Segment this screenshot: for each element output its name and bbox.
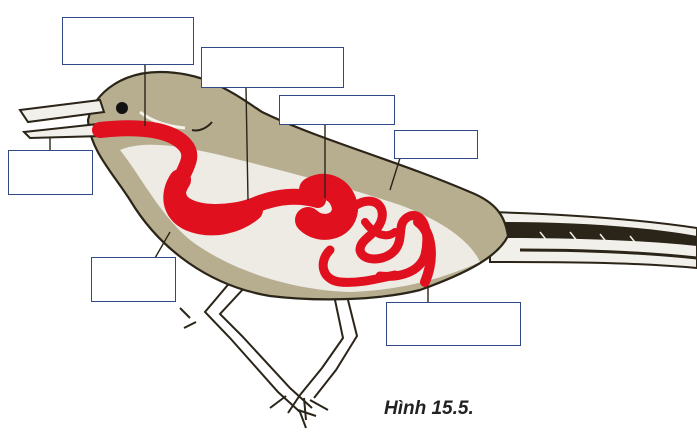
bird-eye — [116, 102, 128, 114]
label-box-stomach-region — [201, 47, 344, 88]
bird-legs — [180, 280, 357, 428]
label-box-crop-region — [62, 17, 194, 65]
bird-tail — [490, 212, 697, 268]
label-box-cloaca-region — [386, 302, 521, 346]
figure-caption: Hình 15.5. — [384, 398, 474, 420]
label-box-intestine-region — [394, 130, 478, 159]
label-box-gizzard-region — [279, 95, 395, 125]
label-box-beak-region — [8, 150, 93, 195]
label-box-esophagus-region — [91, 257, 176, 302]
